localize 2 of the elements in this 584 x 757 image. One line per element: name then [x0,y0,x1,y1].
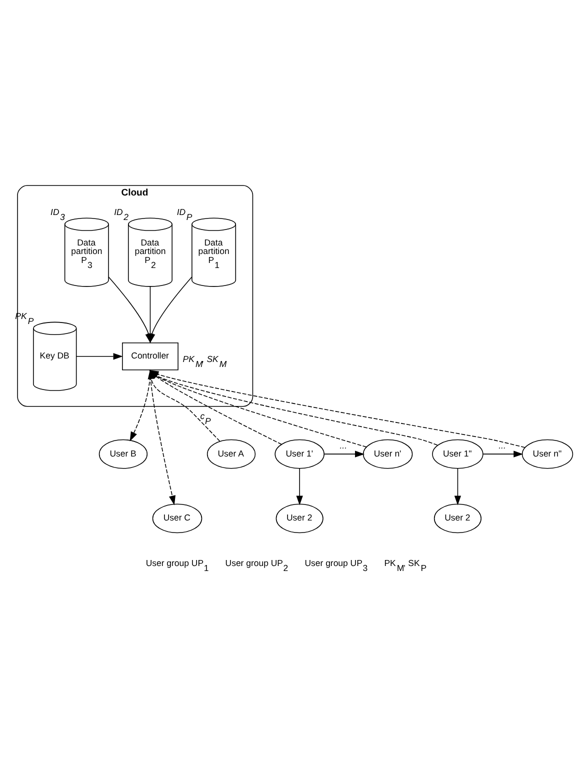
edge-label: ... [340,440,348,450]
edge-label: ... [498,440,506,450]
